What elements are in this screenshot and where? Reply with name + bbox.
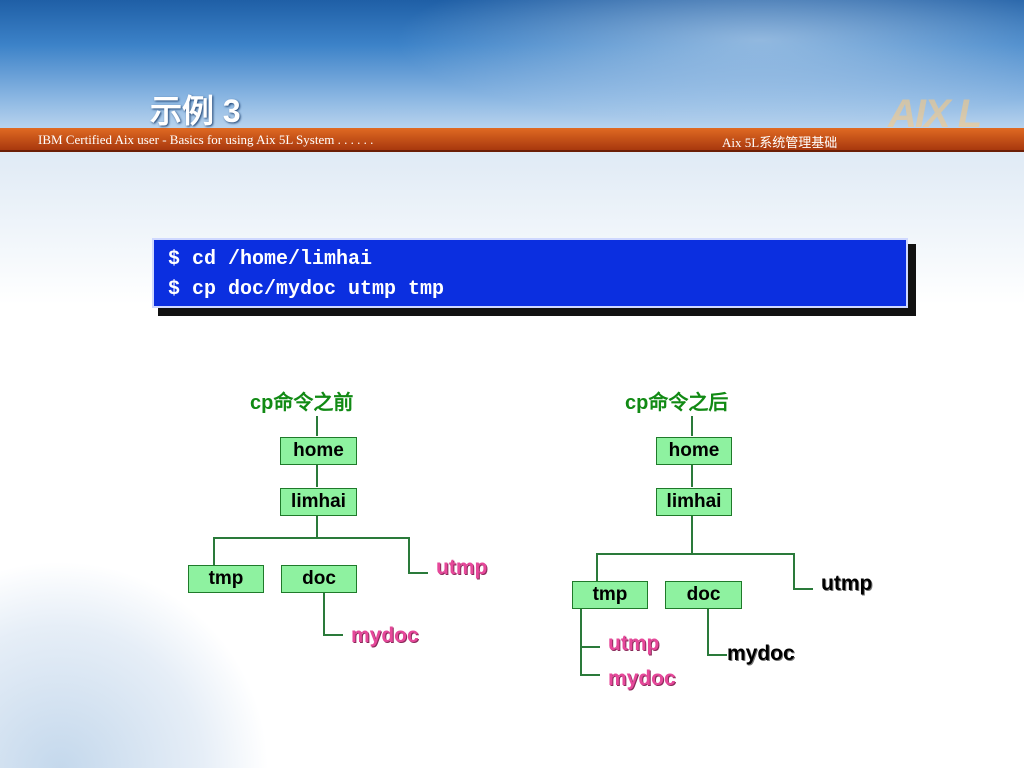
before-node-home: home (280, 437, 357, 465)
banner-course-subtitle: Aix 5L系统管理基础 (722, 135, 838, 150)
before-connector (213, 537, 215, 565)
before-connector (408, 572, 428, 574)
before-node-doc: doc (281, 565, 357, 593)
before-tree-title: cp命令之前 (250, 392, 354, 414)
before-connector (323, 634, 343, 636)
slide-title: 示例 3 (150, 93, 241, 129)
before-connector (316, 516, 318, 538)
after-label-utmp: utmp (821, 572, 873, 595)
after-connector (596, 553, 598, 581)
after-label-tmp-mydoc: mydoc (608, 667, 676, 690)
header-banner (0, 128, 1024, 152)
after-connector (580, 674, 600, 676)
after-connector (707, 609, 709, 655)
before-connector (316, 416, 318, 436)
before-node-limhai: limhai (280, 488, 357, 516)
after-node-doc: doc (665, 581, 742, 609)
before-label-utmp: utmp (436, 556, 488, 579)
after-connector (691, 416, 693, 436)
before-connector (408, 537, 410, 573)
after-connector (691, 465, 693, 487)
after-label-tmp-utmp: utmp (608, 632, 660, 655)
after-connector (793, 553, 795, 589)
command-line-cp: $ cp doc/mydoc utmp tmp (168, 278, 445, 301)
decorative-corner-image (0, 470, 300, 768)
after-connector (793, 588, 813, 590)
banner-course-title: IBM Certified Aix user - Basics for usin… (38, 132, 374, 147)
after-node-tmp: tmp (572, 581, 648, 609)
before-connector (213, 537, 409, 539)
after-connector (691, 516, 693, 554)
after-connector (707, 654, 727, 656)
after-label-doc-mydoc: mydoc (727, 642, 795, 665)
before-connector (323, 593, 325, 635)
command-line-cd: $ cd /home/limhai (168, 248, 373, 271)
before-node-tmp: tmp (188, 565, 264, 593)
after-tree-title: cp命令之后 (625, 392, 729, 414)
after-connector (596, 553, 794, 555)
header-background (0, 0, 1024, 150)
after-connector (580, 609, 582, 675)
before-label-mydoc: mydoc (351, 624, 419, 647)
before-connector (316, 465, 318, 487)
after-node-home: home (656, 437, 732, 465)
after-connector (580, 646, 600, 648)
after-node-limhai: limhai (656, 488, 732, 516)
command-box: $ cd /home/limhai $ cp doc/mydoc utmp tm… (152, 238, 908, 308)
